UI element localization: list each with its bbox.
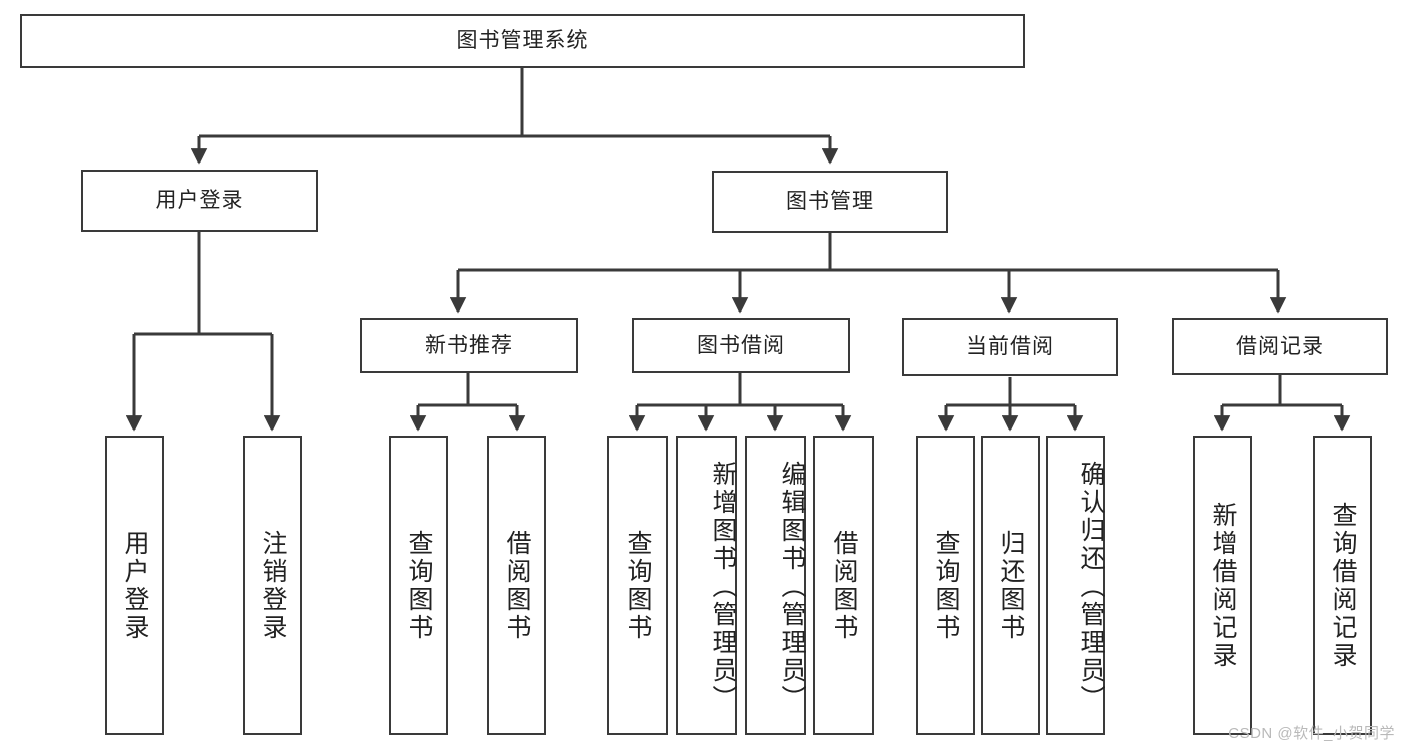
node-label: 用户登录 (155, 189, 244, 213)
leaf-query-borrow-record[interactable]: 查询借阅记录 (1313, 436, 1372, 735)
node-book-borrow[interactable]: 图书借阅 (632, 318, 850, 373)
node-new-book-recommend[interactable]: 新书推荐 (360, 318, 578, 373)
node-current-borrow[interactable]: 当前借阅 (902, 318, 1118, 376)
node-label: 确认归还（管理员） (1077, 460, 1105, 713)
leaf-add-borrow-record[interactable]: 新增借阅记录 (1193, 436, 1252, 735)
node-borrow-record[interactable]: 借阅记录 (1172, 318, 1388, 375)
leaf-return-book[interactable]: 归还图书 (981, 436, 1040, 735)
leaf-edit-book-admin[interactable]: 编辑图书（管理员） (745, 436, 806, 735)
leaf-query-book-current[interactable]: 查询图书 (916, 436, 975, 735)
node-label: 图书借阅 (697, 333, 785, 357)
node-label: 新增图书（管理员） (709, 460, 737, 713)
node-label: 查询图书 (405, 529, 433, 642)
node-root-book-management-system[interactable]: 图书管理系统 (20, 14, 1025, 68)
node-label: 新书推荐 (425, 333, 513, 357)
leaf-confirm-return-admin[interactable]: 确认归还（管理员） (1046, 436, 1105, 735)
leaf-logout-login[interactable]: 注销登录 (243, 436, 302, 735)
node-label: 新增借阅记录 (1209, 501, 1237, 670)
node-label: 查询借阅记录 (1329, 501, 1357, 670)
leaf-user-login[interactable]: 用户登录 (105, 436, 164, 735)
node-label: 用户登录 (121, 529, 149, 642)
node-label: 归还图书 (997, 529, 1025, 642)
node-label: 编辑图书（管理员） (778, 460, 806, 713)
node-label: 图书管理 (786, 190, 874, 214)
leaf-query-book-recommend[interactable]: 查询图书 (389, 436, 448, 735)
leaf-query-book-borrow[interactable]: 查询图书 (607, 436, 668, 735)
leaf-borrow-book[interactable]: 借阅图书 (813, 436, 874, 735)
node-label: 图书管理系统 (456, 29, 589, 53)
node-label: 当前借阅 (966, 335, 1054, 359)
node-label: 查询图书 (932, 529, 960, 642)
node-label: 注销登录 (259, 529, 287, 642)
node-book-management[interactable]: 图书管理 (712, 171, 948, 233)
leaf-borrow-book-recommend[interactable]: 借阅图书 (487, 436, 546, 735)
leaf-add-book-admin[interactable]: 新增图书（管理员） (676, 436, 737, 735)
node-label: 借阅图书 (503, 529, 531, 642)
node-label: 查询图书 (624, 529, 652, 642)
node-label: 借阅图书 (830, 529, 858, 642)
node-user-login[interactable]: 用户登录 (81, 170, 318, 232)
node-label: 借阅记录 (1236, 334, 1324, 358)
